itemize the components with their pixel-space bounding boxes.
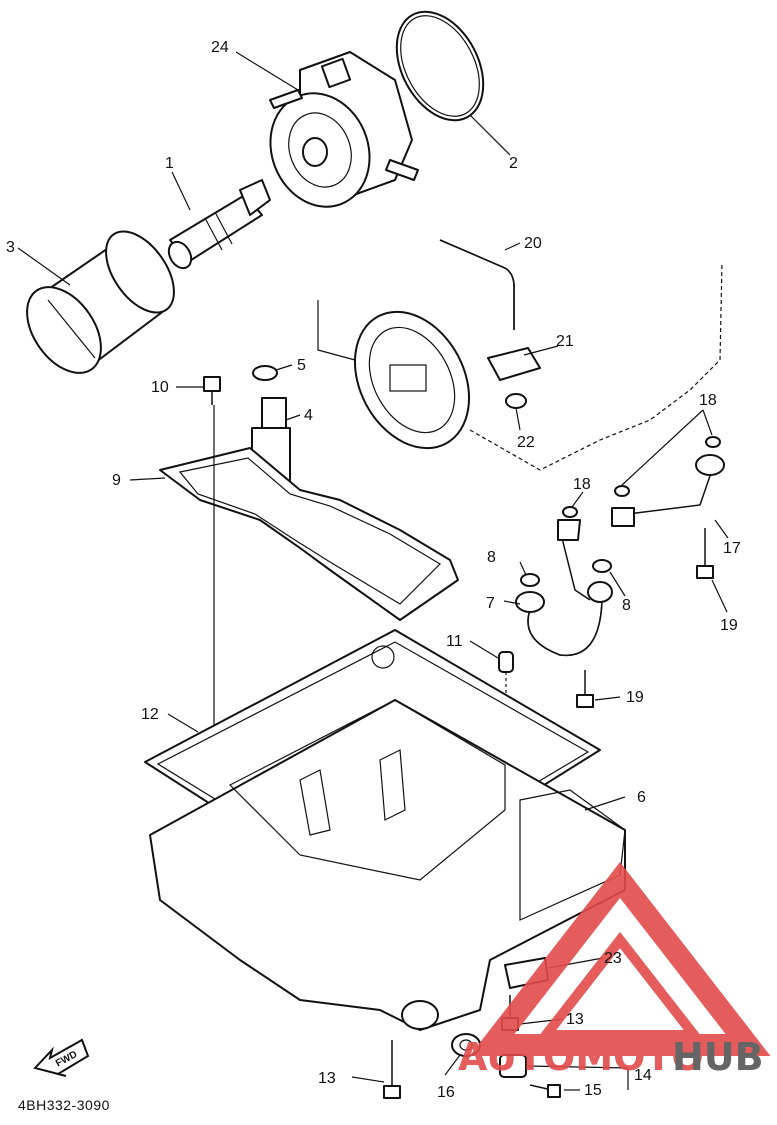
oil-pan-part (149, 699, 626, 1031)
callout-2: 2 (509, 155, 518, 172)
callout-12: 12 (141, 706, 159, 723)
oil-filter-part (26, 230, 175, 374)
watermark-prefix: AUTOMOTO (458, 1035, 704, 1079)
o-ring-small-part (252, 365, 278, 381)
callout-24: 24 (211, 39, 229, 56)
callout-1: 1 (165, 155, 174, 172)
oil-pipe-part (439, 239, 515, 330)
leader-lines (17, 51, 729, 1091)
callout-13-left: 13 (318, 1070, 336, 1087)
callout-9: 9 (112, 472, 121, 489)
callout-20: 20 (524, 235, 542, 252)
oil-delivery-pipe-part (515, 454, 725, 657)
callout-8-right: 8 (622, 597, 631, 614)
bolt-10-part (203, 376, 221, 405)
pipe-holder-part (487, 347, 541, 381)
crankcase-outline (317, 261, 723, 471)
o-ring-part (395, 10, 485, 122)
callout-19-lower: 19 (626, 689, 644, 706)
callout-6: 6 (637, 789, 646, 806)
union-bolt-part (167, 179, 271, 270)
oil-seal-part (505, 393, 527, 409)
callout-11: 11 (446, 633, 463, 650)
callout-17: 17 (723, 540, 741, 557)
callout-19-upper: 19 (720, 617, 738, 634)
watermark-suffix: HUB (672, 1035, 764, 1079)
callout-13-right: 13 (566, 1011, 584, 1028)
callout-7: 7 (486, 595, 495, 612)
callout-22: 22 (517, 434, 535, 451)
o-rings-small (520, 436, 721, 587)
oil-cooler-part (269, 51, 419, 208)
callout-16: 16 (437, 1084, 455, 1101)
callout-10: 10 (151, 379, 169, 396)
callout-14: 14 (634, 1067, 652, 1084)
callout-5: 5 (297, 357, 306, 374)
callout-18-lower: 18 (573, 476, 591, 493)
callout-8-left: 8 (487, 549, 496, 566)
watermark-logo: AUTOMOTO HUB (458, 862, 771, 1079)
callout-21: 21 (556, 333, 574, 350)
fwd-arrow-icon: FWD (33, 1038, 90, 1077)
callout-15: 15 (584, 1082, 602, 1099)
bolt-19-parts (576, 528, 714, 708)
callout-23: 23 (604, 950, 622, 967)
plug-11-part (498, 651, 514, 698)
callout-18-upper: 18 (699, 392, 717, 409)
callout-3: 3 (6, 239, 15, 256)
callout-labels: 24 2 1 3 20 5 10 4 21 22 9 18 18 17 8 8 … (6, 39, 741, 1101)
callout-4: 4 (304, 407, 313, 424)
bolt-15-part (529, 1084, 561, 1098)
pipe-stand-part (251, 397, 291, 501)
diagram-code: 4BH332-3090 (18, 1097, 110, 1113)
